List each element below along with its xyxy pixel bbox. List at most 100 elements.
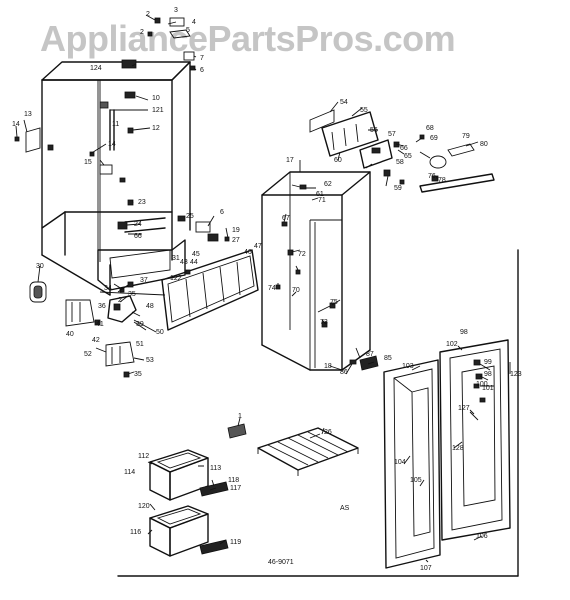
part-number-label: 98 (484, 371, 492, 378)
part-number-label: 12 (152, 125, 160, 132)
part-number-label: 74 (268, 285, 276, 292)
part-number-label: 46 (244, 249, 252, 256)
corner-label: AS (340, 505, 350, 512)
part-number-label: 27 (232, 237, 240, 244)
part-number-label: 104 (394, 459, 406, 466)
small-part-upper (227, 423, 247, 439)
part-number-label: 120 (138, 503, 150, 510)
part-number-label: 113 (210, 465, 221, 472)
part-number-label: 3 (174, 7, 178, 14)
top-hinge-hardware (99, 17, 196, 151)
part-number-label: 119 (230, 539, 241, 546)
part-number-label: 114 (124, 469, 135, 476)
part-number-label: 122 (170, 275, 182, 282)
part-number-label: 80 (480, 141, 488, 148)
part-number-label: 50 (156, 329, 164, 336)
part-number-label: 40 (66, 331, 74, 338)
part-number-label: 41 (96, 321, 104, 328)
part-number-label: 79 (462, 133, 470, 140)
part-number-label: 70 (292, 287, 300, 294)
footer-code: 46-9071 (268, 559, 294, 566)
leader-lines (15, 14, 511, 563)
crisper-drawer-lower (149, 505, 229, 557)
part-number-label: 107 (420, 565, 432, 572)
outer-cabinet (41, 61, 191, 296)
part-number-label: 35 (128, 291, 136, 298)
part-number-label: 52 (84, 351, 92, 358)
door-liner-right (439, 339, 511, 541)
part-number-label: 19 (232, 227, 240, 234)
part-number-label: 2 (118, 297, 122, 304)
control-housing-parts (309, 109, 495, 193)
part-number-label: 57 (388, 131, 396, 138)
part-number-label: 72 (298, 251, 306, 258)
part-number-label: 37 (140, 277, 148, 284)
part-number-label: 23 (138, 199, 146, 206)
part-number-label: 127 (458, 405, 470, 412)
part-number-label: 78 (438, 177, 446, 184)
crisper-cover-frame (161, 215, 259, 331)
part-number-label: 85 (384, 355, 392, 362)
part-number-label: 7 (200, 55, 204, 62)
part-number-label: 47 (254, 243, 262, 250)
part-number-label: 62 (324, 181, 332, 188)
part-number-label: 116 (130, 529, 141, 536)
part-number-label: 56 (370, 127, 378, 134)
part-number-label: 25 (186, 213, 194, 220)
part-number-label: 75 (330, 299, 338, 306)
part-number-label: 87 (366, 351, 374, 358)
part-number-label: 17 (286, 157, 294, 164)
part-number-label: 66 (134, 233, 142, 240)
part-number-label: 5 (186, 27, 190, 34)
part-number-label: 67 (282, 215, 290, 222)
part-number-label: 2 (140, 29, 144, 36)
part-number-label: 118 (228, 477, 239, 484)
part-number-label: 76 (428, 173, 436, 180)
part-number-label: 65 (404, 153, 412, 160)
part-number-label: 54 (340, 99, 348, 106)
part-number-label: 112 (138, 453, 149, 460)
part-number-label: 26 (324, 429, 332, 436)
part-number-label: 36 (98, 303, 106, 310)
part-number-label: 24 (134, 221, 142, 228)
part-number-label: 66 (400, 145, 408, 152)
part-number-label: 68 (426, 125, 434, 132)
part-number-label: 35 (134, 371, 142, 378)
part-number-label: 2 (146, 11, 150, 18)
part-number-label: 31 (172, 255, 180, 262)
part-number-label: 6 (220, 209, 224, 216)
part-number-label: 18 (324, 363, 332, 370)
part-number-label: 14 (12, 121, 20, 128)
part-number-label: 14 (108, 141, 116, 148)
part-number-label: 34 (104, 285, 112, 292)
part-number-label: 121 (152, 107, 164, 114)
part-number-label: 99 (484, 359, 492, 366)
part-number-label: 128 (452, 445, 464, 452)
freezer-liner (261, 171, 379, 371)
part-number-label: 69 (430, 135, 438, 142)
part-number-label: 15 (84, 159, 92, 166)
part-number-label: 44 (190, 259, 198, 266)
crisper-drawer-upper (149, 449, 229, 501)
shelf-wire (257, 427, 359, 476)
part-number-label: 101 (482, 385, 494, 392)
part-number-label: 103 (402, 363, 414, 370)
part-number-label: 4 (192, 19, 196, 26)
part-number-label: 73 (320, 319, 328, 326)
part-number-label: 98 (460, 329, 468, 336)
part-number-label: 117 (230, 485, 241, 492)
part-number-label: 124 (90, 65, 102, 72)
part-number-label: 86 (340, 369, 348, 376)
part-number-label: 71 (318, 197, 326, 204)
left-side-parts (14, 127, 137, 378)
part-number-label: 58 (396, 159, 404, 166)
part-number-label: 55 (360, 107, 368, 114)
part-number-label: 10 (152, 95, 160, 102)
part-number-label: 102 (446, 341, 458, 348)
part-number-label: 43 (180, 259, 188, 266)
part-number-label: 13 (24, 111, 32, 118)
part-number-label: 60 (334, 157, 342, 164)
